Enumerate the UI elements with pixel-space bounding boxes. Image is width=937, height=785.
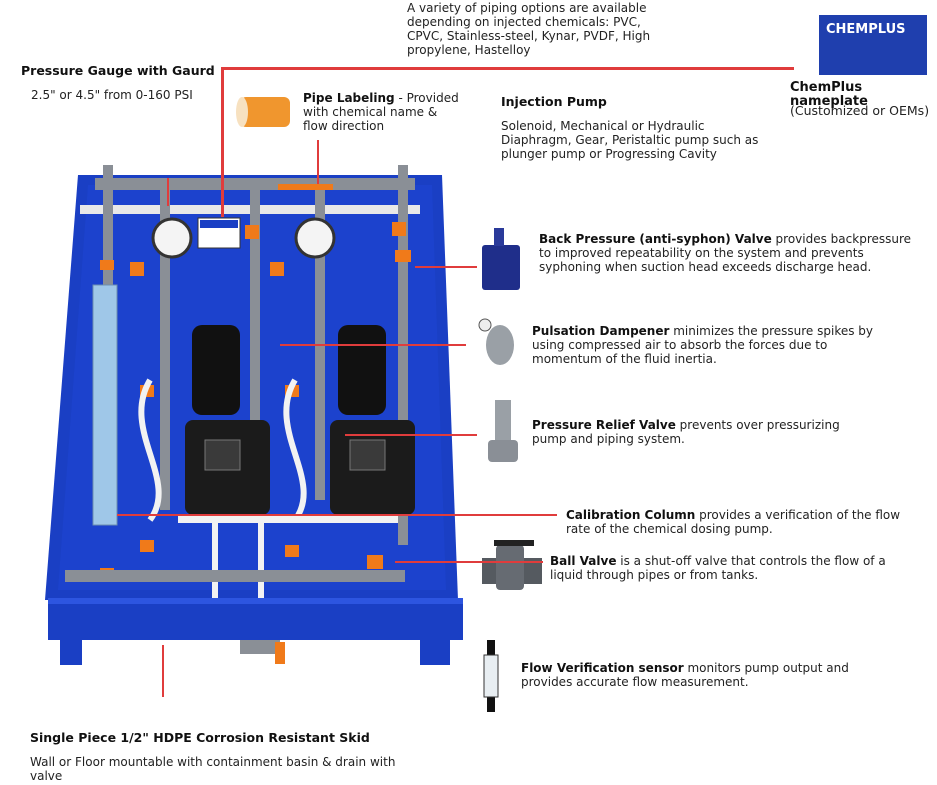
callout-line-calibration xyxy=(117,514,557,516)
callout-desc: provides a verification of the flow rate… xyxy=(566,508,901,536)
pipe-label-icon xyxy=(236,97,290,127)
ball-valve-icon xyxy=(482,540,542,590)
pressure-relief-valve-icon xyxy=(488,400,518,462)
pipe-labeling-title: Pipe Labeling xyxy=(303,91,395,105)
pipe-labeling-desc: - Provided with chemical name & flow dir… xyxy=(303,91,459,133)
callout-title: Flow Verification sensor xyxy=(521,661,684,675)
callout-calibration-column: Calibration Column provides a verificati… xyxy=(566,508,921,536)
containment-basin xyxy=(48,598,463,640)
callout-line-skid xyxy=(162,645,164,697)
injection-pump-title: Injection Pump xyxy=(501,94,607,109)
injection-pump-desc: Solenoid, Mechanical or Hydraulic Diaphr… xyxy=(501,119,759,161)
callout-flow-sensor: Flow Verification sensor monitors pump o… xyxy=(521,661,871,689)
callout-line-nameplate-drop xyxy=(221,67,224,217)
skid-title: Single Piece 1/2" HDPE Corrosion Resista… xyxy=(30,730,370,745)
skid-desc: Wall or Floor mountable with containment… xyxy=(30,755,396,783)
back-pressure-valve-icon xyxy=(482,228,520,290)
header-pipe xyxy=(95,178,415,190)
callout-back-pressure: Back Pressure (anti-syphon) Valve provid… xyxy=(539,232,924,274)
calibration-column xyxy=(92,284,118,526)
callout-title: Calibration Column xyxy=(566,508,696,522)
piping-note: A variety of piping options are availabl… xyxy=(407,1,651,57)
callout-ball-valve: Ball Valve is a shut-off valve that cont… xyxy=(550,554,910,582)
callout-desc: prevents over pressurizing pump and pipi… xyxy=(532,418,840,446)
callout-line-pipe-label xyxy=(317,140,319,184)
callout-line-back-pressure xyxy=(415,266,477,268)
pressure-gauge-desc: 2.5" or 4.5" from 0-160 PSI xyxy=(31,88,193,102)
chemplus-nameplate-image: CHEMPLUS xyxy=(819,15,927,75)
callout-line-nameplate xyxy=(222,67,794,70)
callout-line-gauge xyxy=(167,178,169,206)
pulsation-dampener-icon xyxy=(478,318,514,365)
callout-title: Pressure Relief Valve xyxy=(532,418,676,432)
callout-desc: minimizes the pressure spikes by using c… xyxy=(532,324,874,366)
pressure-gauge-left xyxy=(151,217,193,259)
callout-pressure-relief: Pressure Relief Valve prevents over pres… xyxy=(532,418,852,446)
callout-line-relief xyxy=(345,434,477,436)
callout-desc: provides backpressure to improved repeat… xyxy=(539,232,912,274)
pressure-gauge-right xyxy=(294,217,336,259)
nameplate-subtitle: (Customized or OEMs) xyxy=(790,103,930,118)
callout-desc: is a shut-off valve that controls the fl… xyxy=(550,554,886,582)
callout-line-ball-valve xyxy=(395,561,543,563)
callout-desc: monitors pump output and provides accura… xyxy=(521,661,849,689)
svg-text:CHEMPLUS: CHEMPLUS xyxy=(826,22,906,37)
flow-sensor-icon xyxy=(483,640,499,712)
injection-pump-right xyxy=(330,325,415,515)
callout-line-dampener xyxy=(280,344,466,346)
callout-pulsation-dampener: Pulsation Dampener minimizes the pressur… xyxy=(532,324,877,366)
callout-title: Back Pressure (anti-syphon) Valve xyxy=(539,232,772,246)
callout-title: Pulsation Dampener xyxy=(532,324,670,338)
pipe-labeling-callout: Pipe Labeling - Provided with chemical n… xyxy=(303,91,463,133)
callout-title: Ball Valve xyxy=(550,554,617,568)
injection-pump-left xyxy=(185,325,270,515)
pressure-gauge-title: Pressure Gauge with Gaurd xyxy=(21,63,215,78)
nameplate-title: ChemPlus nameplate xyxy=(790,80,868,109)
